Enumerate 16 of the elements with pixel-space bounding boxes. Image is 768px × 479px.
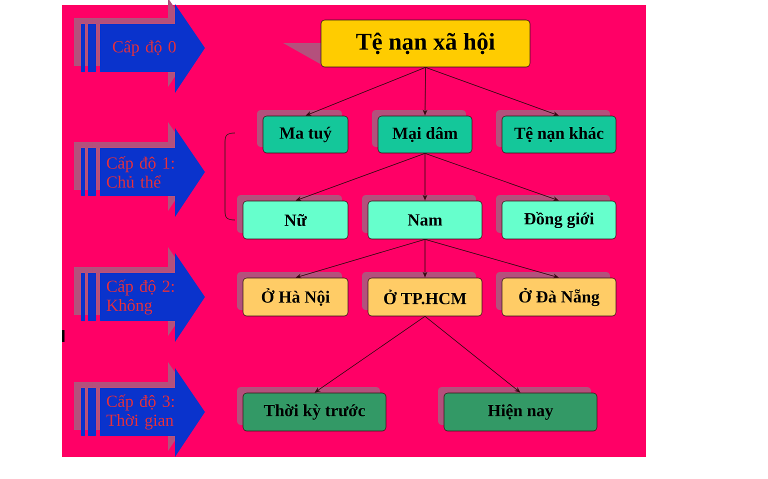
category-box: Ở Hà Nội bbox=[237, 272, 348, 316]
category-box: Thời kỳ trước bbox=[237, 387, 386, 432]
category-box: Mại dâm bbox=[372, 110, 472, 154]
level-sign: Cấp độ 1: Chủ thể bbox=[74, 122, 205, 217]
level-sign: Cấp độ 3: Thời gian bbox=[74, 362, 205, 457]
category-box: Nữ bbox=[237, 195, 348, 240]
category-box: Ma tuý bbox=[257, 110, 348, 154]
category-box: Ở Đà Nẵng bbox=[496, 272, 616, 316]
category-box: Đồng giới bbox=[496, 195, 616, 240]
level-sign: Cấp độ 0 bbox=[74, 0, 205, 93]
category-box: Ở TP.HCM bbox=[362, 272, 482, 316]
category-box: Tệ nạn khác bbox=[496, 110, 616, 154]
level-sign: Cấp độ 2: Không bbox=[74, 247, 205, 342]
category-box: Tệ nạn xã hội bbox=[283, 20, 530, 68]
category-box: Hiện nay bbox=[438, 387, 598, 432]
category-box: Nam bbox=[362, 195, 482, 240]
